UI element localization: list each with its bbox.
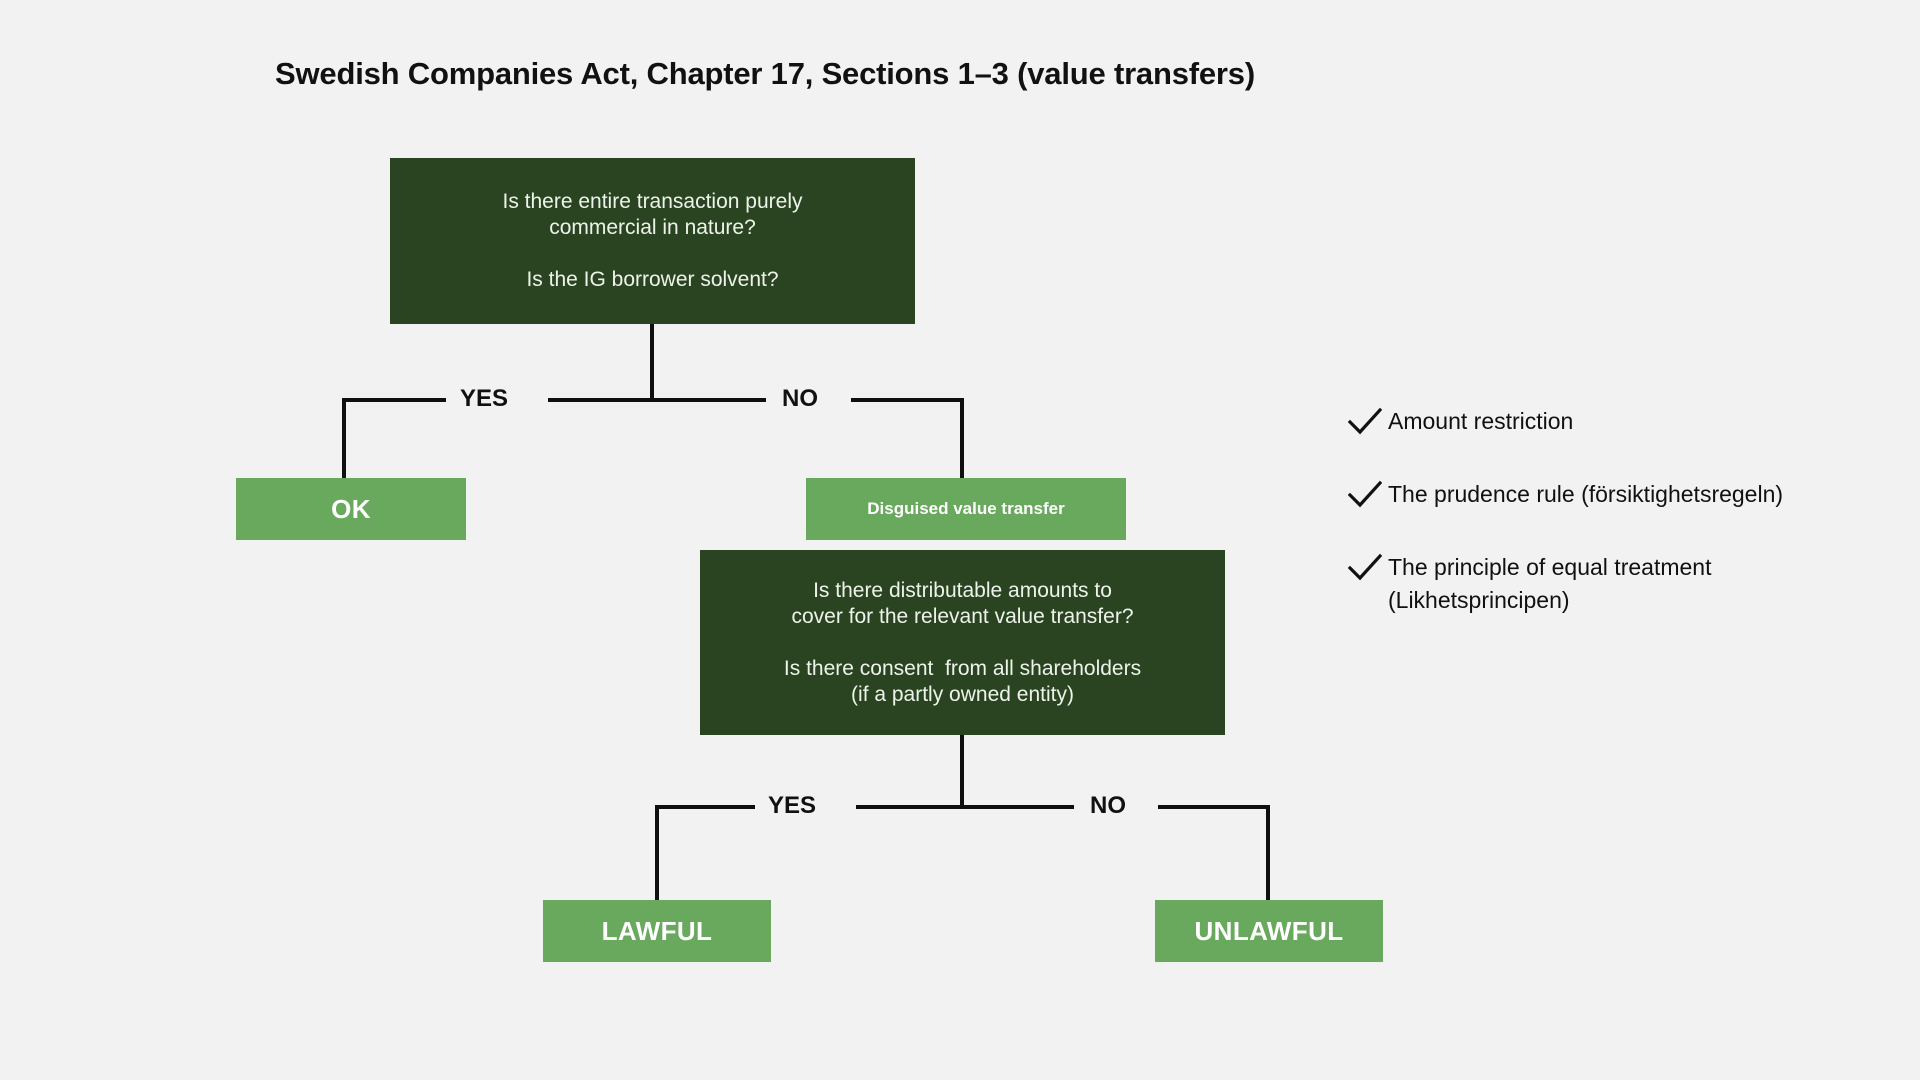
connector-top-yes-left <box>342 398 446 402</box>
decision-node-transaction-commercial: Is there entire transaction purely comme… <box>390 158 915 324</box>
connector-bottom-bar-right <box>960 805 1074 809</box>
connector-bottom-yes-left <box>655 805 755 809</box>
checklist: Amount restriction The prudence rule (fö… <box>1348 405 1908 617</box>
decision-node-distributable-amounts: Is there distributable amounts to cover … <box>700 550 1225 735</box>
branch-label-top-yes: YES <box>460 385 509 412</box>
check-icon <box>1348 553 1382 583</box>
q2-line-3: Is there consent from all shareholders <box>783 656 1142 680</box>
q1-line-1: Is there entire transaction purely <box>502 190 803 213</box>
terminal-node-ok: OK <box>236 478 466 540</box>
q2-line-4: (if a partly owned entity) <box>851 682 1074 706</box>
q1-line-2: commercial in nature? <box>549 216 756 239</box>
connector-bottom-bar-left <box>856 805 962 809</box>
page-title: Swedish Companies Act, Chapter 17, Secti… <box>275 56 1255 91</box>
check-icon <box>1348 407 1382 437</box>
connector-top-bar-right <box>650 398 766 402</box>
connector-bottom-no-right <box>1158 805 1270 809</box>
branch-label-top-no: NO <box>782 385 818 412</box>
check-icon <box>1348 480 1382 510</box>
connector-bottom-no-drop <box>1266 805 1270 903</box>
unlawful-label: UNLAWFUL <box>1194 915 1344 946</box>
connector-bottom-yes-drop <box>655 805 659 903</box>
connector-q2-stem <box>960 735 964 807</box>
tag-node-disguised-value-transfer: Disguised value transfer <box>806 478 1126 540</box>
q2-line-1: Is there distributable amounts to <box>813 578 1112 602</box>
checklist-item: Amount restriction <box>1348 405 1908 438</box>
checklist-item-label: The principle of equal treatment (Likhet… <box>1388 554 1712 613</box>
ok-label: OK <box>331 493 371 524</box>
terminal-node-unlawful: UNLAWFUL <box>1155 900 1383 962</box>
q1-line-3: Is the IG borrower solvent? <box>526 268 779 291</box>
connector-top-no-drop <box>960 398 964 480</box>
lawful-label: LAWFUL <box>601 915 713 946</box>
connector-q1-stem <box>650 324 654 400</box>
disguised-value-transfer-label: Disguised value transfer <box>867 499 1065 518</box>
branch-label-bottom-no: NO <box>1090 792 1126 819</box>
checklist-item-label: The prudence rule (försiktighetsregeln) <box>1388 481 1784 507</box>
checklist-item-label: Amount restriction <box>1388 408 1574 434</box>
connector-top-yes-drop <box>342 398 346 480</box>
checklist-item: The principle of equal treatment (Likhet… <box>1348 551 1908 617</box>
connector-top-bar-left <box>548 398 652 402</box>
terminal-node-lawful: LAWFUL <box>543 900 771 962</box>
connector-top-no-right <box>851 398 964 402</box>
branch-label-bottom-yes: YES <box>768 792 817 819</box>
checklist-item: The prudence rule (försiktighetsregeln) <box>1348 478 1908 511</box>
q2-line-2: cover for the relevant value transfer? <box>791 604 1134 628</box>
